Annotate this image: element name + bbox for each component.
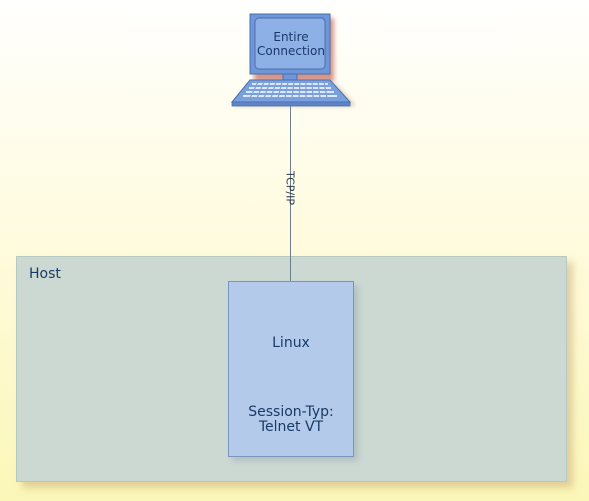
session-type-heading: Session-Typ: [248, 404, 334, 420]
protocol-label: TCP/IP [283, 171, 297, 205]
connection-line [290, 103, 291, 281]
session-type-value: Telnet VT [258, 419, 324, 435]
client-label-line2: Connection [257, 44, 325, 58]
linux-title: Linux [272, 335, 310, 351]
session-type-label: Session-Typ: Telnet VT [229, 405, 353, 435]
desktop-computer-icon [230, 13, 356, 107]
linux-system-box: Linux Session-Typ: Telnet VT [228, 281, 354, 457]
client-label: Entire Connection [252, 30, 330, 58]
host-label: Host [29, 266, 61, 282]
client-label-line1: Entire [273, 30, 309, 44]
